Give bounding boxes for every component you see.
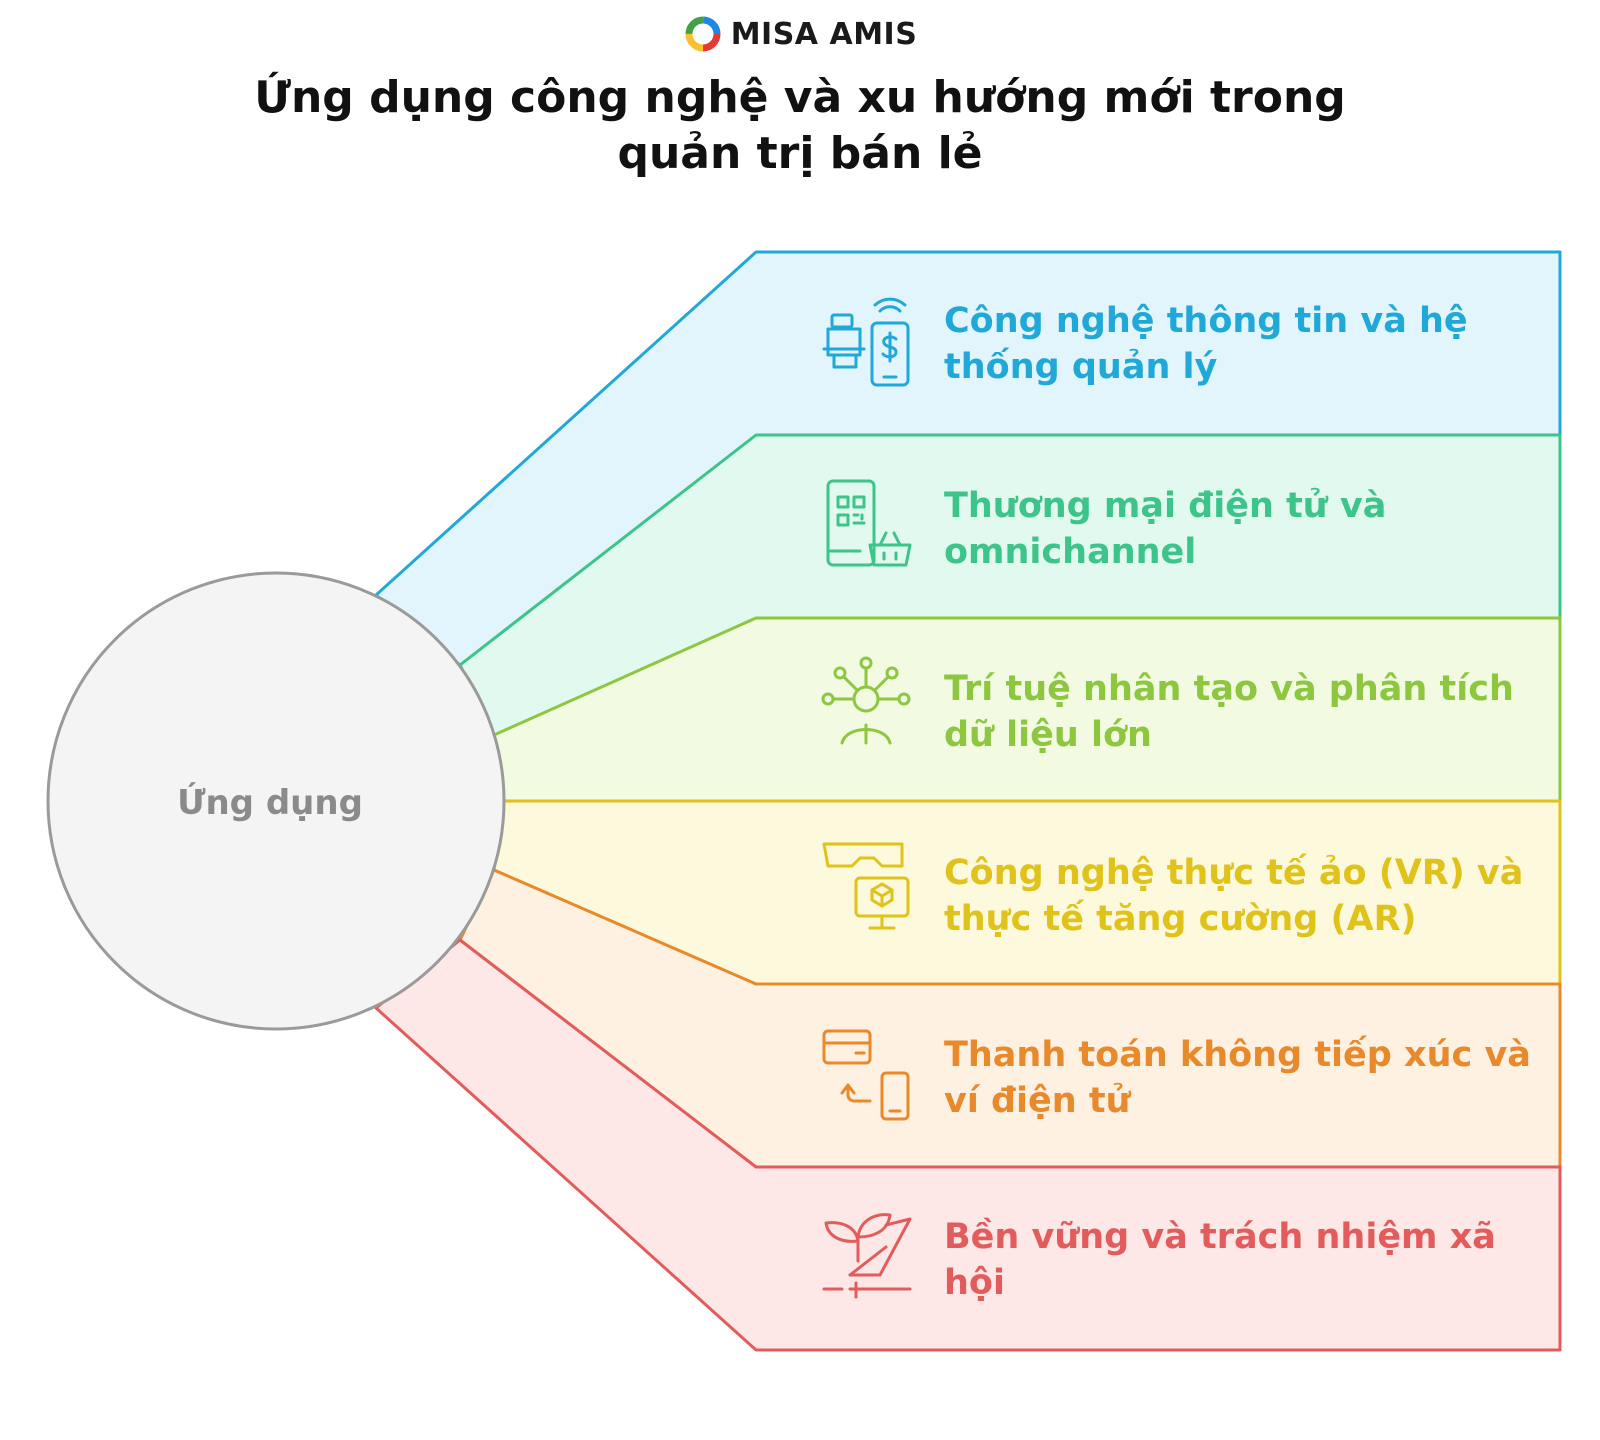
ai-network-person-icon	[820, 655, 916, 755]
brand-logo: MISA AMIS	[0, 12, 1600, 56]
card-to-phone-payment-icon	[820, 1025, 916, 1125]
branch-label-3: Công nghệ thực tế ảo (VR) và thực tế tăn…	[944, 853, 1524, 939]
branch-label-0: Công nghệ thông tin và hệ thống quản lý	[944, 301, 1468, 387]
misa-amis-logo-icon	[685, 16, 721, 52]
qr-phone-basket-icon	[820, 477, 916, 577]
center-label: Ứng dụng	[177, 782, 363, 823]
branch-label-1: Thương mại điện tử và omnichannel	[944, 486, 1387, 572]
branch-label-4: Thanh toán không tiếp xúc và ví điện tử	[944, 1035, 1531, 1121]
vr-headset-ar-screen-icon	[820, 840, 916, 940]
page-title: Ứng dụng công nghệ và xu hướng mới trong…	[254, 72, 1346, 179]
logo-text: MISA AMIS	[730, 16, 918, 52]
hand-plant-sprout-icon	[820, 1205, 916, 1305]
branch-label-2: Trí tuệ nhân tạo và phân tích dữ liệu lớ…	[944, 669, 1514, 755]
cash-register-mobile-payment-icon	[820, 295, 916, 395]
branch-label-5: Bền vững và trách nhiệm xã hội	[944, 1217, 1496, 1303]
branch-panel-5	[374, 938, 1562, 1352]
center-node	[46, 571, 506, 1031]
